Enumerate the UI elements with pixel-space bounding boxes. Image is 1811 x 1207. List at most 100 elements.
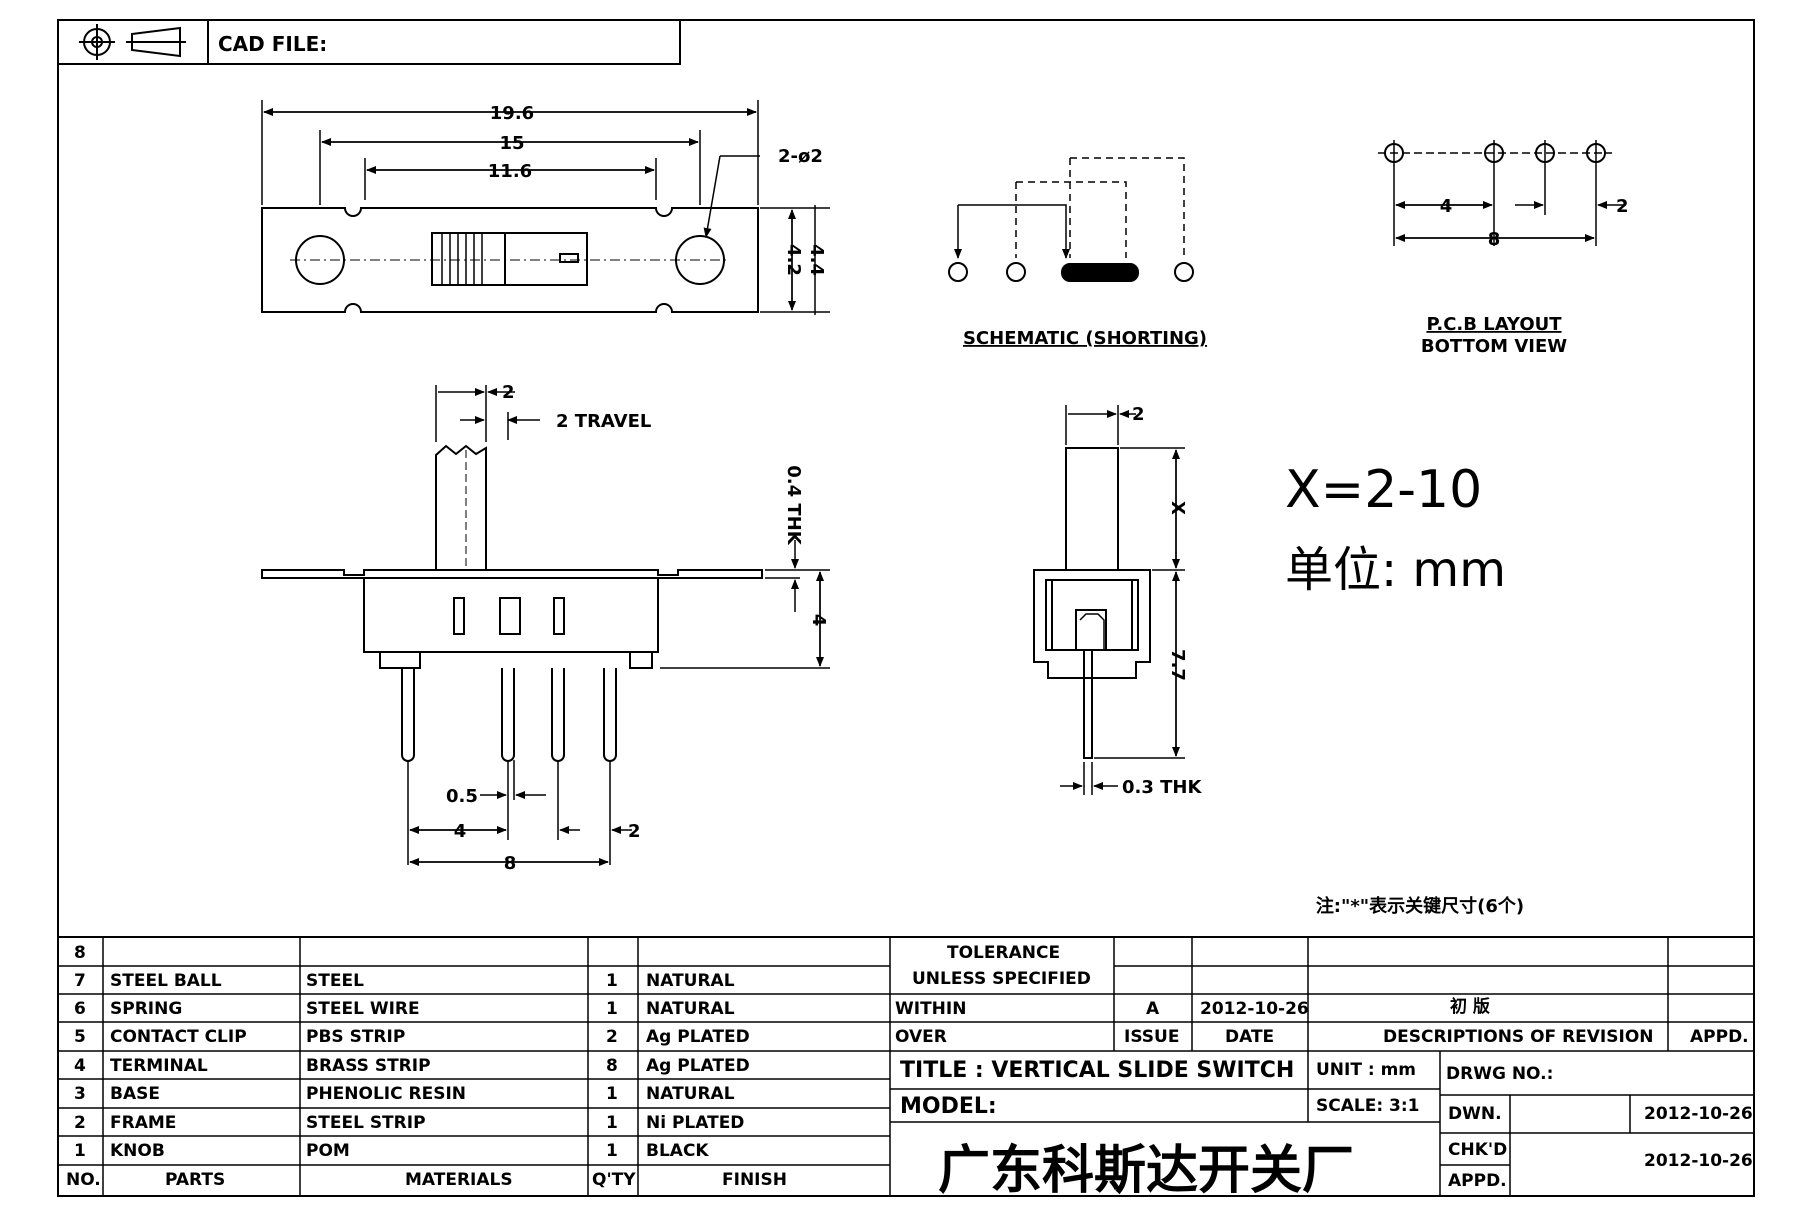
pcb-dim-8: 8 [1488,229,1501,250]
pin-pitch-4-dim: 4 [454,821,467,842]
bom-row-material: STEEL STRIP [306,1113,426,1133]
bom-row-material: PHENOLIC RESIN [306,1084,467,1104]
cad-file-label: CAD FILE: [218,32,328,56]
drawn-label: DWN. [1448,1104,1502,1124]
bom-header-parts: PARTS [165,1170,226,1190]
front-height-dim: 4 [808,614,829,627]
bom-row-qty: 8 [606,1056,618,1076]
front-view [261,444,763,762]
bom-row-no: 2 [74,1113,86,1133]
bom-row-finish: Ag PLATED [646,1027,750,1047]
company-name: 广东科斯达开关厂 [938,1141,1355,1201]
pcb-layout [1378,140,1626,246]
descriptions-header: DESCRIPTIONS OF REVISION [1383,1027,1654,1047]
bom-row-no: 7 [74,971,86,991]
dim-slot: 11.6 [488,161,532,182]
schematic-label: SCHEMATIC (SHORTING) [963,328,1207,349]
knob-width-dim: 2 [502,382,515,403]
approved-label: APPD. [1448,1171,1507,1191]
within-label: WITHIN [895,999,967,1019]
issue-header: ISSUE [1124,1027,1180,1047]
schematic [948,157,1194,282]
bom-row-part: FRAME [110,1113,177,1133]
sheet-border [57,19,1755,1197]
bom-header-qty: Q'TY [592,1170,636,1190]
top-view [261,207,759,313]
pcb-label-line1: P.C.B LAYOUT [1426,314,1562,335]
unit-note: 单位: mm [1285,542,1506,598]
bom-row-part: SPRING [110,999,183,1019]
revision-issue: A [1146,999,1160,1019]
side-thk-dim: 0.3 THK [1122,777,1202,798]
scale-field: SCALE: 3:1 [1316,1096,1420,1116]
bom-row-part: STEEL BALL [110,971,222,991]
travel-dim: 2 TRAVEL [556,411,651,432]
bom-header-finish: FINISH [722,1170,787,1190]
model-label: MODEL: [900,1094,997,1119]
bom-row-no: 8 [74,943,86,963]
bom-row-part: TERMINAL [110,1056,208,1076]
x-range-note: X=2-10 [1285,460,1483,520]
tolerance-sub-label: UNLESS SPECIFIED [912,969,1091,989]
side-height-dim: 7.7 [1167,649,1188,681]
drawing-title: TITLE : VERTICAL SLIDE SWITCH [900,1058,1295,1083]
bom-row-no: 1 [74,1141,86,1161]
dim-height-2: 4.4 [806,244,827,276]
bom-row-part: KNOB [110,1141,165,1161]
pcb-label-line2: BOTTOM VIEW [1421,336,1567,357]
unit-field: UNIT : mm [1316,1060,1417,1080]
bom-row-qty: 1 [606,1084,618,1104]
side-view [1033,447,1151,759]
bom-row-no: 4 [74,1056,86,1076]
bom-row-part: CONTACT CLIP [110,1027,247,1047]
over-label: OVER [895,1027,947,1047]
tolerance-label: TOLERANCE [947,943,1061,963]
bom-row-material: STEEL [306,971,364,991]
checked-label: CHK'D [1448,1140,1508,1160]
bom-row-qty: 1 [606,1113,618,1133]
dim-overall: 19.6 [490,103,534,124]
bom-row-finish: BLACK [646,1141,709,1161]
bom-row-no: 3 [74,1084,86,1104]
appd-header: APPD. [1690,1027,1749,1047]
bom-row-no: 6 [74,999,86,1019]
bom-row-material: STEEL WIRE [306,999,420,1019]
revision-date: 2012-10-26 [1200,999,1309,1019]
title-block-grid [58,936,1754,1196]
top-view-dimensions [261,100,830,315]
header-box [57,19,681,65]
bom-row-finish: Ag PLATED [646,1056,750,1076]
side-width-dim: 2 [1132,404,1145,425]
bom-row-finish: NATURAL [646,971,735,991]
bom-row-qty: 1 [606,999,618,1019]
bom-row-no: 5 [74,1027,86,1047]
date-header: DATE [1225,1027,1275,1047]
pin-pitch-2-dim: 2 [628,821,641,842]
pin-width-dim: 0.5 [446,786,478,807]
projection-symbol-icon [79,24,186,60]
bom-row-material: POM [306,1141,350,1161]
pcb-dim-4: 4 [1440,196,1453,217]
side-x-dim: X [1167,501,1188,515]
bom-row-qty: 1 [606,971,618,991]
bom-header-no: NO. [66,1170,101,1190]
dim-height-1: 4.2 [783,244,804,276]
side-view-dimensions [1060,405,1185,795]
bom-row-material: PBS STRIP [306,1027,406,1047]
drawn-date: 2012-10-26 [1644,1104,1753,1124]
thk-dim: 0.4 THK [783,465,804,545]
bom-row-finish: NATURAL [646,1084,735,1104]
bom-row-finish: NATURAL [646,999,735,1019]
revision-description: 初 版 [1450,997,1490,1017]
bom-row-qty: 2 [606,1027,618,1047]
drawing-number-label: DRWG NO.: [1446,1064,1554,1084]
checked-date: 2012-10-26 [1644,1151,1753,1171]
bom-header-materials: MATERIALS [405,1170,513,1190]
pin-pitch-8-dim: 8 [504,853,517,874]
dim-hole: 2-ø2 [778,146,823,167]
key-dimension-note: 注:"*"表示关键尺寸(6个) [1316,895,1524,917]
pcb-dim-2: 2 [1616,196,1629,217]
bom-row-part: BASE [110,1084,160,1104]
dim-hole-pitch: 15 [499,133,524,154]
